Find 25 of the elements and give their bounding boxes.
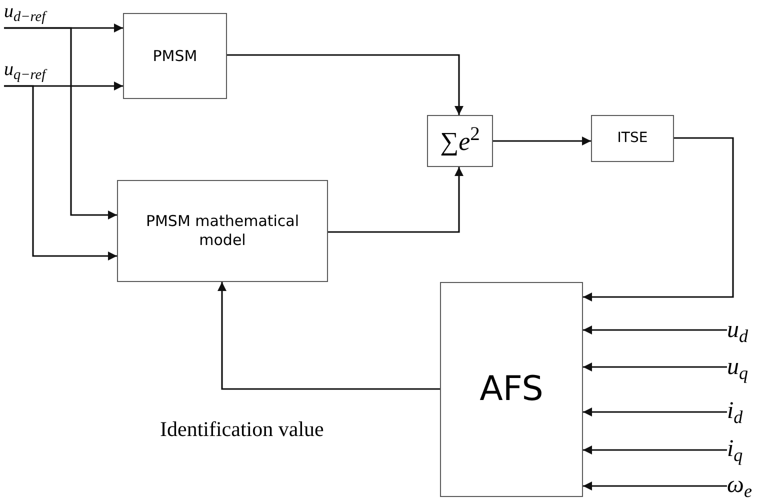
node-text: AFS [480, 368, 544, 411]
node-text: PMSM [152, 46, 198, 66]
block-box [591, 115, 674, 162]
arrow [583, 362, 727, 372]
block-box [440, 282, 583, 497]
block-box [123, 13, 227, 99]
arrow [227, 54, 464, 115]
node-text: PMSM mathematical model [144, 212, 300, 250]
sum-block [427, 115, 493, 167]
node-text: ITSE [617, 129, 648, 148]
node-text: ∑e$^{2}$ [440, 122, 480, 158]
arrow [4, 85, 117, 260]
node-text: i$_{d}$ [727, 399, 743, 423]
arrow [583, 326, 727, 334]
arrow [583, 137, 734, 302]
arrow [493, 136, 591, 146]
block-box [117, 180, 328, 282]
arrow [583, 446, 727, 454]
arrow [328, 167, 464, 233]
node-text: ω$_{e}$ [727, 473, 752, 497]
node-text: u$_{d}$ [727, 318, 748, 342]
arrow [4, 27, 117, 220]
arrow [583, 482, 727, 490]
arrow [583, 408, 727, 416]
arrow [218, 282, 440, 390]
